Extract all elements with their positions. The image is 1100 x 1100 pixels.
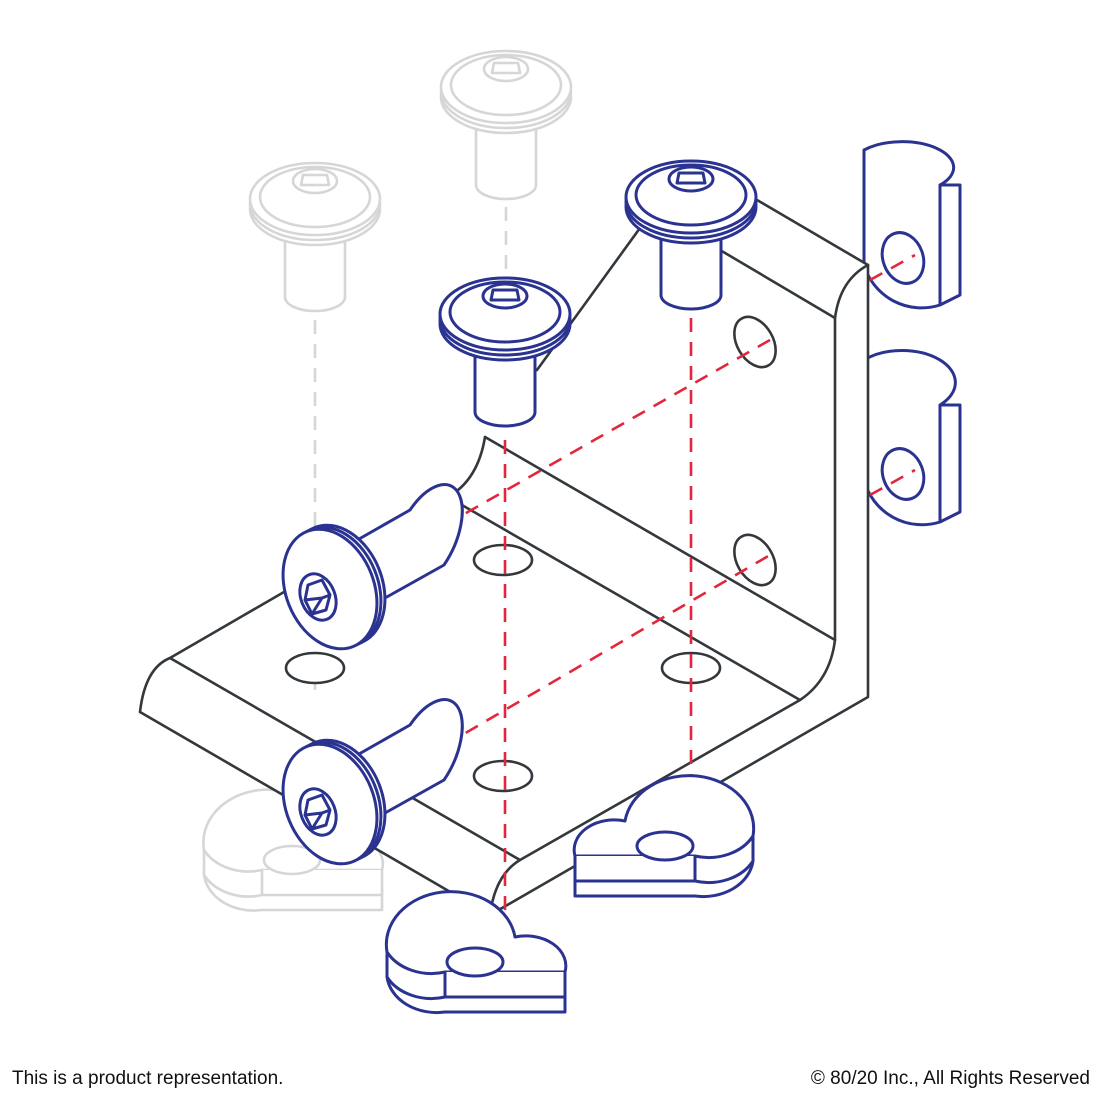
copyright-text: © 80/20 Inc., All Rights Reserved <box>810 1068 1090 1089</box>
tnut-bottom-right <box>572 774 756 899</box>
tnut-bottom-front <box>384 890 568 1015</box>
tnut-lower-right <box>862 348 962 527</box>
disclaimer-text: This is a product representation. <box>12 1068 284 1089</box>
alignment-lines <box>444 253 916 975</box>
ghost-bolt-left <box>248 161 382 313</box>
ghost-bolt-back <box>439 49 573 201</box>
tnut-upper-right <box>862 140 962 310</box>
